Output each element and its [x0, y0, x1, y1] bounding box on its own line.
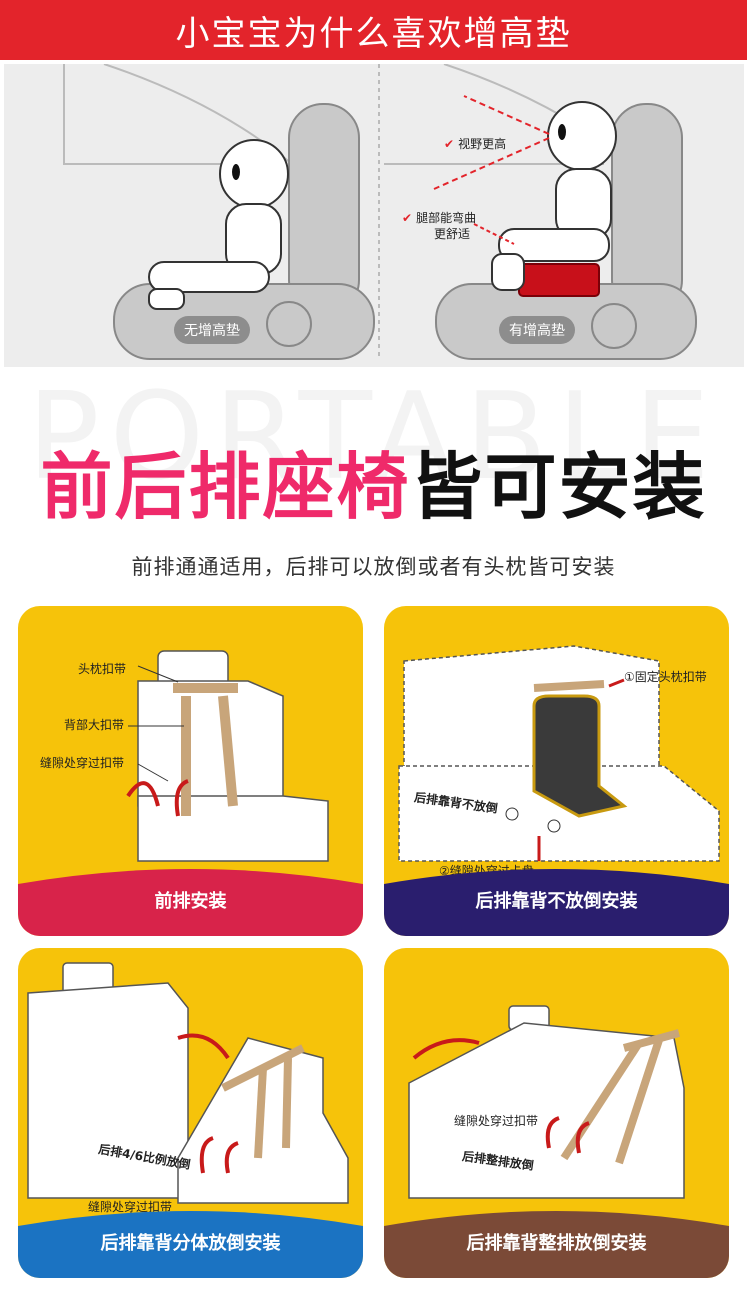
panel4-footer-bg: [384, 1211, 729, 1278]
panel-front-install: 头枕扣带 背部大扣带 缝隙处穿过扣带 前排安装: [18, 606, 363, 936]
headline-part2: 皆可安装: [410, 445, 707, 529]
comparison-drawing: [63, 64, 697, 360]
panel1-label-back-strap: 背部大扣带: [64, 718, 125, 732]
booster-cushion: [518, 263, 600, 297]
right-seat: [435, 103, 697, 360]
panel4-drawing: [408, 1005, 685, 1199]
panel1-footer-bg: [18, 869, 363, 936]
headline: 前后排座椅皆可安装: [0, 428, 747, 533]
panel2-drawing: [398, 645, 720, 862]
tag-no-booster: 无增高垫: [174, 316, 250, 344]
banner-title: 小宝宝为什么喜欢增高垫: [175, 13, 572, 54]
panel4-footer-label: 后排靠背整排放倒安装: [466, 1233, 647, 1254]
left-child: [148, 139, 289, 310]
panel-rear-split-fold-install: 后排4/6比例放倒 缝隙处穿过扣带 后排靠背分体放倒安装: [18, 948, 363, 1278]
headline-part1: 前后排座椅: [40, 445, 411, 529]
panel1-footer: 前排安装: [18, 864, 363, 936]
right-child: [433, 95, 617, 291]
panel2-label-headrest: ①固定头枕扣带: [624, 670, 707, 684]
panel4-label-gap-strap: 缝隙处穿过扣带: [454, 1114, 539, 1128]
panel2-footer-bg: [384, 869, 729, 936]
tag-with-booster: 有增高垫: [499, 316, 575, 344]
check-icon: ✔: [444, 137, 455, 151]
note-higher-view: ✔视野更高: [444, 137, 507, 151]
note-leg-comfort: ✔腿部能弯曲 更舒适: [402, 211, 477, 241]
panel-rear-upright-install: ①固定头枕扣带 后排靠背不放倒 ②缝隙处穿过卡盘 后排靠背不放倒安装: [384, 606, 729, 936]
panel3-footer-bg: [18, 1211, 363, 1278]
panel3-footer-label: 后排靠背分体放倒安装: [100, 1233, 281, 1254]
watermark: PORTABLE: [27, 368, 720, 507]
panel2-footer-label: 后排靠背不放倒安装: [475, 891, 638, 912]
panel4-footer: 后排靠背整排放倒安装: [384, 1206, 729, 1278]
panel1-label-gap-strap: 缝隙处穿过扣带: [40, 756, 125, 770]
panel1-label-headrest: 头枕扣带: [78, 662, 127, 676]
panel3-label-gap-strap: 缝隙处穿过扣带: [88, 1200, 173, 1214]
panel1-drawing: [126, 650, 329, 862]
panel1-footer-label: 前排安装: [154, 891, 227, 912]
panel3-drawing: [27, 962, 349, 1204]
check-icon: ✔: [402, 211, 413, 225]
panel2-footer: 后排靠背不放倒安装: [384, 864, 729, 936]
subline: 前排通通适用，后排可以放倒或者有头枕皆可安装: [131, 555, 616, 579]
comparison-illustration: 无增高垫 有增高垫 ✔视野更高 ✔腿部能弯曲 更舒适: [4, 64, 744, 367]
panel-rear-full-fold-install: 缝隙处穿过扣带 后排整排放倒 后排靠背整排放倒安装: [384, 948, 729, 1278]
banner: 小宝宝为什么喜欢增高垫: [0, 0, 747, 60]
panel3-footer: 后排靠背分体放倒安装: [18, 1206, 363, 1278]
